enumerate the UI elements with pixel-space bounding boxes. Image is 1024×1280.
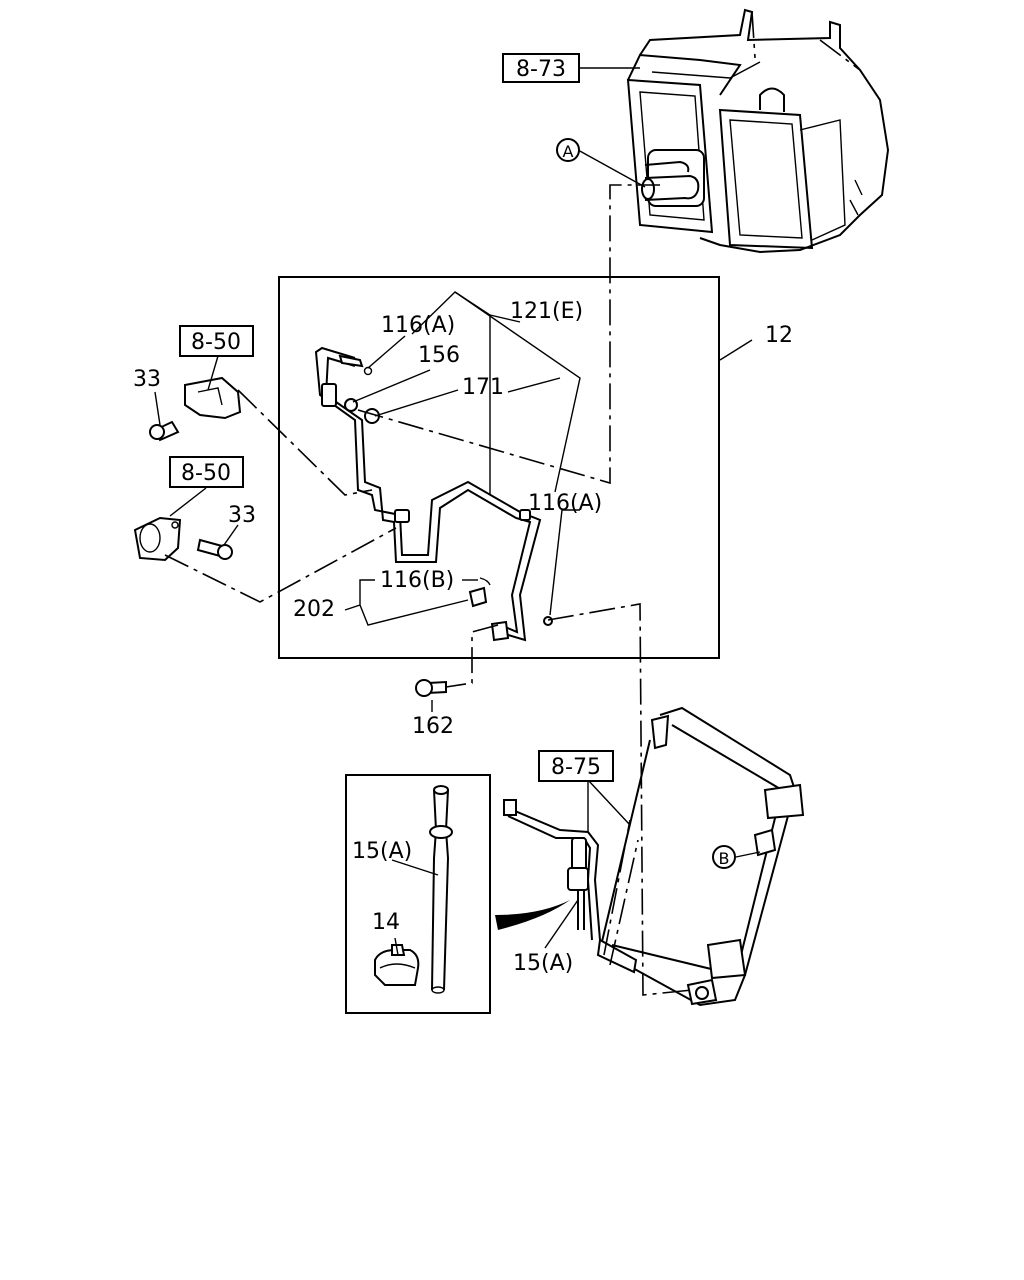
callout-116b: 116(B) (380, 568, 454, 593)
marker-a-label: A (563, 142, 574, 161)
callout-33-top: 33 (133, 367, 161, 392)
callout-202: 202 (293, 597, 335, 622)
marker-a: A (556, 138, 580, 162)
condenser-pipe-illustration (503, 799, 601, 941)
ref-8-50-bottom-label: 8-50 (181, 461, 231, 486)
ref-8-50-top-label: 8-50 (191, 330, 241, 355)
callout-33-bottom: 33 (228, 503, 256, 528)
ref-8-73-label: 8-73 (516, 57, 566, 82)
hose-detail-illustration (429, 785, 453, 994)
callout-162: 162 (412, 714, 454, 739)
bolt-162-illustration (415, 679, 447, 697)
callout-12: 12 (765, 323, 793, 348)
ref-box-8-50-top[interactable]: 8-50 (179, 325, 254, 357)
guide-lines (164, 184, 693, 996)
bracket-top-illustration (149, 376, 242, 442)
condenser-illustration (596, 706, 805, 1007)
callout-15a-inset: 15(A) (352, 839, 412, 864)
pipe-assembly-illustration (314, 346, 553, 642)
callout-121e: 121(E) (510, 299, 583, 324)
leader-lines (154, 67, 761, 956)
ref-box-8-50-bottom[interactable]: 8-50 (169, 456, 244, 488)
marker-b: B (712, 845, 736, 869)
evaporator-unit-illustration (626, 8, 890, 254)
callout-15a-main: 15(A) (513, 951, 573, 976)
callout-171: 171 (462, 375, 504, 400)
pipe-assembly-frame (278, 276, 720, 659)
clamp-14-illustration (374, 944, 420, 986)
bracket-bottom-illustration (133, 516, 233, 562)
detail-inset-frame (345, 774, 491, 1014)
ref-box-8-73[interactable]: 8-73 (502, 53, 580, 83)
callout-14: 14 (372, 910, 400, 935)
marker-b-label: B (719, 849, 730, 868)
detail-arrow (495, 900, 570, 930)
callout-116a-mid: 116(A) (528, 491, 602, 516)
callout-156: 156 (418, 343, 460, 368)
callout-116a-top: 116(A) (381, 313, 455, 338)
ref-box-8-75[interactable]: 8-75 (538, 750, 614, 782)
ref-8-75-label: 8-75 (551, 755, 601, 780)
